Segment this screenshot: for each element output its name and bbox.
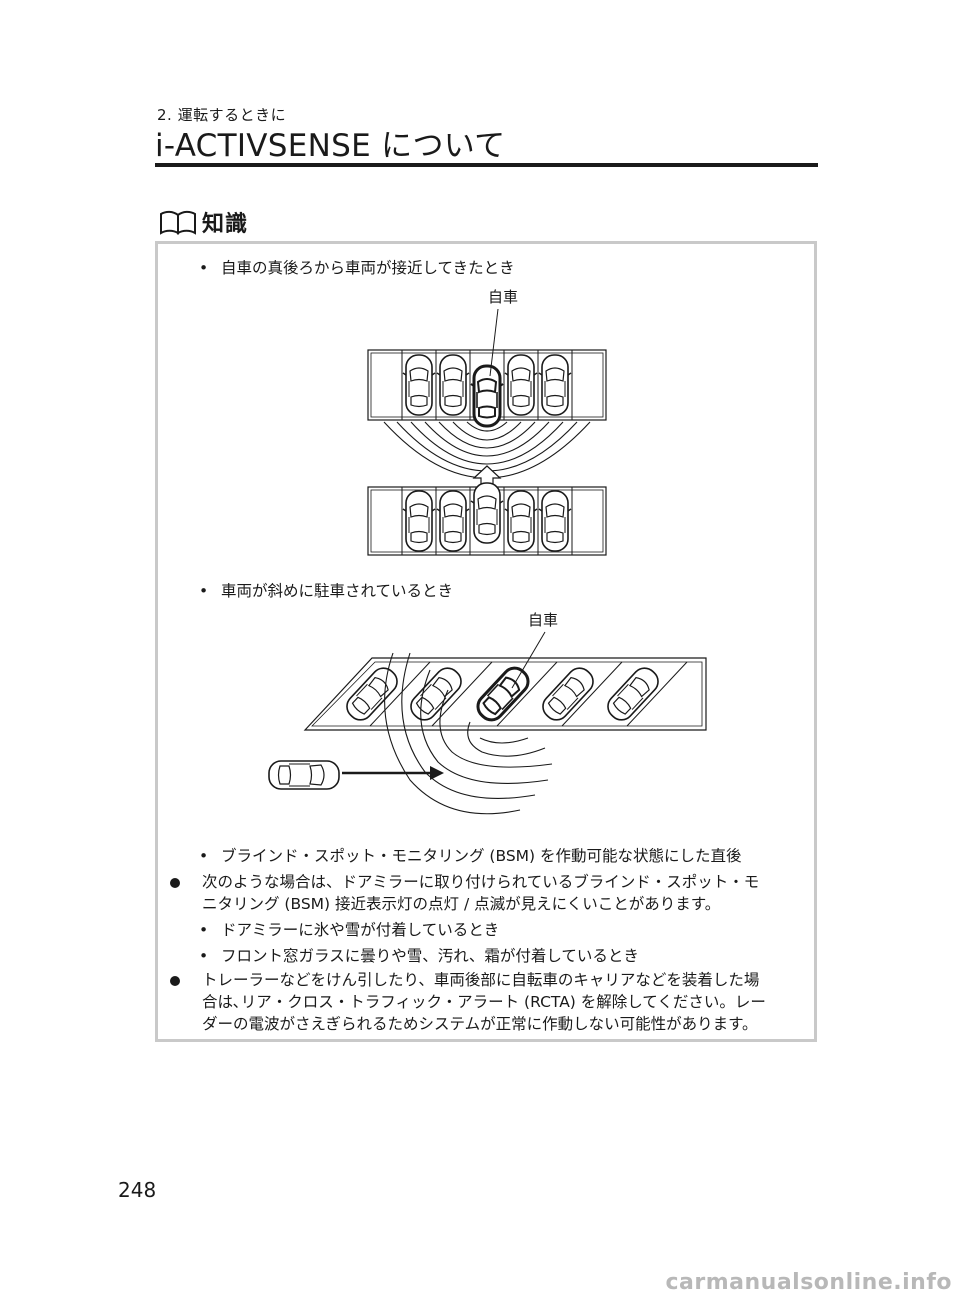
bullet-bsm-enabled: ブラインド・スポット・モニタリング (BSM) を作動可能な状態にした直後 [199, 846, 742, 866]
open-book-icon [160, 210, 196, 235]
main-bullet-dot [170, 878, 180, 888]
figure1-own-car-label: 自車 [488, 288, 519, 306]
figure2-own-car-label: 自車 [528, 611, 559, 629]
bullet-mirror-ice: ドアミラーに氷や雪が付着しているとき [199, 920, 499, 940]
page-number: 248 [118, 1178, 157, 1202]
title-rule [155, 163, 818, 167]
page-title: i-ACTIVSENSE について [155, 128, 506, 164]
main-text-2-line-3: ダーの電波がさえぎられるためシステムが正常に作動しない可能性があります。 [202, 1015, 758, 1033]
section-label: 2. 運転するときに [157, 106, 287, 124]
bullet-angled-parking: 車両が斜めに駐車されているとき [199, 581, 453, 601]
watermark: carmanualsonline.info [665, 1270, 952, 1295]
bullet-windshield-fog: フロント窓ガラスに曇りや雪、汚れ、霜が付着しているとき [199, 946, 639, 966]
main-text-1-line-2: ニタリング (BSM) 接近表示灯の点灯 / 点滅が見えにくいことがあります。 [202, 895, 721, 913]
main-text-1-line-1: 次のような場合は、ドアミラーに取り付けられているブラインド・スポット・モ [202, 873, 760, 891]
info-heading-text: 知識 [202, 212, 249, 237]
main-text-2-line-2: 合は､リア・クロス・トラフィック・アラート (RCTA) を解除してください。レ… [202, 993, 766, 1011]
main-text-2-line-1: トレーラーなどをけん引したり、車両後部に自転車のキャリアなどを装着した場 [202, 971, 760, 989]
info-heading: 知識 [158, 206, 248, 238]
bullet-rear-approach: 自車の真後ろから車両が接近してきたとき [199, 258, 515, 278]
main-bullet-dot [170, 976, 180, 986]
